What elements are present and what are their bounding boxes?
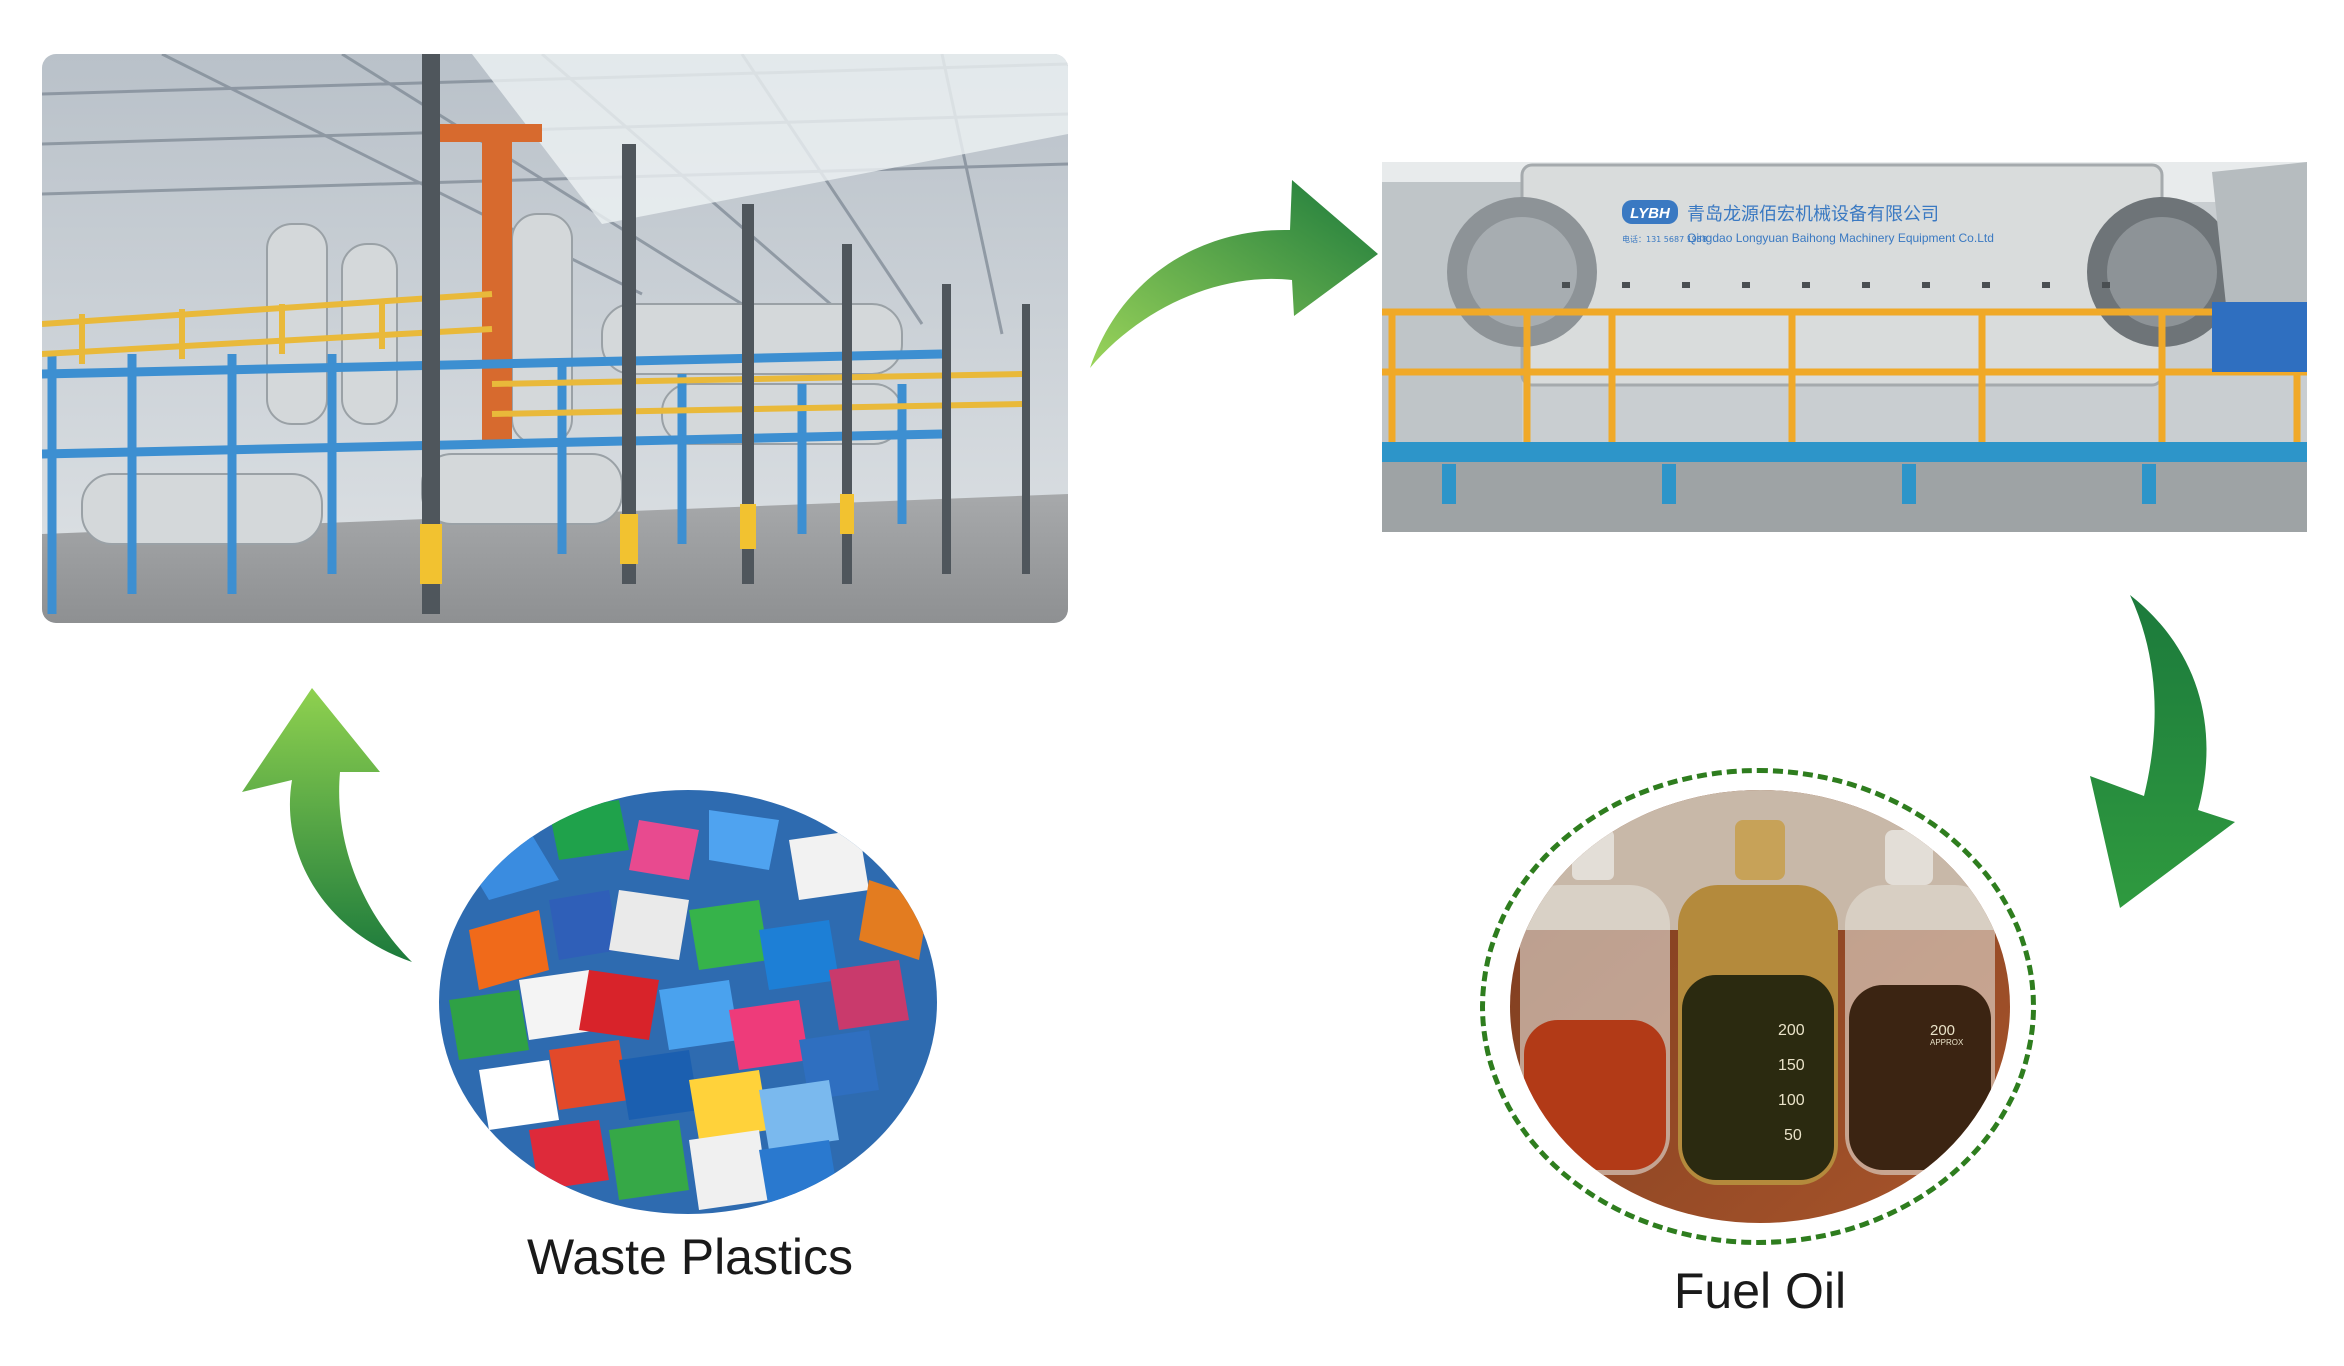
reactor-company-cn: 青岛龙源佰宏机械设备有限公司 <box>1687 204 1939 225</box>
curved-arrow-up-icon <box>242 688 412 962</box>
pyrolysis-reactor-photo: LYBH 青岛龙源佰宏机械设备有限公司 Qingdao Longyuan Bai… <box>1382 162 2307 532</box>
reactor-logo: LYBH <box>1630 205 1671 222</box>
curved-arrow-right-icon <box>1090 180 1378 368</box>
scale-mark-100: 100 <box>1778 1092 1805 1109</box>
scale-mark-200-b: 200 <box>1930 1022 1955 1039</box>
reactor-company-en: Qingdao Longyuan Baihong Machinery Equip… <box>1687 231 1994 245</box>
fuel-oil-photo: 200 150 100 50 200 APPROX <box>1510 790 2010 1223</box>
approx-label: APPROX <box>1930 1038 1964 1047</box>
scale-mark-50: 50 <box>1784 1127 1802 1144</box>
curved-arrow-down-icon <box>2090 595 2235 908</box>
fuel-oil-dashed-ring <box>1480 768 2036 1245</box>
waste-plastics-photo <box>439 790 937 1214</box>
scale-mark-200: 200 <box>1778 1022 1805 1039</box>
reactor-phone: 电话：131 5687 1958 <box>1622 234 1707 244</box>
scale-mark-150: 150 <box>1778 1057 1805 1074</box>
waste-plastics-caption: Waste Plastics <box>526 1229 853 1285</box>
fuel-oil-caption: Fuel Oil <box>1673 1263 1847 1319</box>
pyrolysis-plant-photo <box>42 54 1068 623</box>
